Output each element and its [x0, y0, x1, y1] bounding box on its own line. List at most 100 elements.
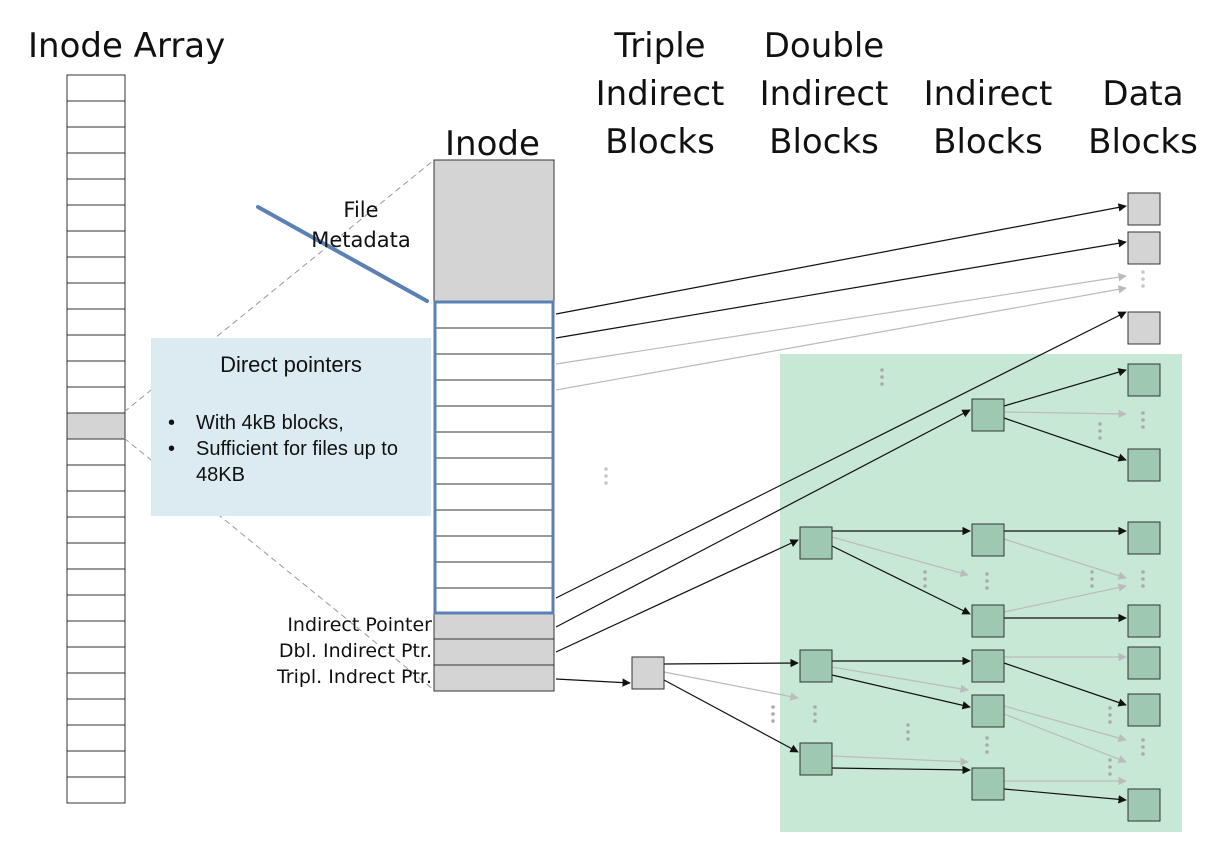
indirect-block	[971, 649, 1005, 683]
ellipsis-dot	[1108, 706, 1112, 710]
direct-pointer-slot	[433, 535, 555, 563]
direct-pointer-slot	[433, 327, 555, 355]
indirect-block	[971, 767, 1005, 801]
ellipsis-dot	[604, 481, 608, 485]
ellipsis-dot	[985, 586, 989, 590]
inode-triple-slot	[433, 664, 555, 692]
indirect-block	[971, 604, 1005, 638]
inode-array-cell	[66, 568, 126, 596]
double-indirect-block	[799, 526, 833, 560]
zoom-line-bottom	[123, 437, 435, 691]
data-block	[1127, 363, 1161, 397]
pointer-arrow	[831, 765, 971, 775]
inode-array-cell	[66, 386, 126, 414]
inode-array-cell	[66, 74, 126, 102]
header-double-line1: Double	[763, 26, 885, 66]
header-triple-line3: Blocks	[605, 122, 715, 162]
ellipsis-dot	[1090, 577, 1094, 581]
pointer-arrow	[1003, 417, 1127, 462]
inode-metadata-block	[433, 159, 555, 303]
ellipsis-dot	[880, 368, 884, 372]
pointer-arrow-faded	[831, 666, 969, 693]
pointer-arrow	[831, 674, 971, 710]
data-block	[1127, 521, 1161, 555]
ellipsis-dot	[1098, 436, 1102, 440]
callout-bullets: With 4kB blocks, Sufficient for files up…	[151, 410, 426, 488]
double-indirect-pointer-label: Dbl. Indirect Ptr.	[278, 640, 432, 662]
direct-pointer-slot	[433, 353, 555, 381]
ellipsis-dot	[604, 474, 608, 478]
data-block	[1127, 646, 1161, 680]
triple-indirect-block	[631, 656, 665, 690]
inode-array-cell	[66, 204, 126, 232]
inode-array-cell	[66, 490, 126, 518]
ellipsis-dot	[1141, 577, 1145, 581]
inode-array-cell	[66, 542, 126, 570]
direct-pointers-callout: Direct pointers With 4kB blocks, Suffici…	[151, 338, 431, 516]
pointer-arrow	[555, 678, 631, 687]
inode-array-cell	[66, 308, 126, 336]
inode-array-cell	[66, 464, 126, 492]
ellipsis-dot	[985, 736, 989, 740]
header-triple-line2: Indirect	[595, 74, 725, 114]
direct-pointer-slot	[433, 379, 555, 407]
ellipsis-dot	[923, 570, 927, 574]
pointer-arrow-faded	[831, 755, 969, 766]
pointer-arrow-faded	[555, 285, 1127, 391]
pointer-arrow	[555, 203, 1127, 315]
callout-bullet-2: Sufficient for files up to 48KB	[168, 436, 426, 488]
inode-array-cell	[66, 100, 126, 128]
pointer-arrow	[555, 239, 1127, 339]
ellipsis-dot	[923, 584, 927, 588]
ellipsis-dot	[1108, 713, 1112, 717]
ellipsis-dot	[906, 730, 910, 734]
ellipsis-dot	[1141, 738, 1145, 742]
file-metadata-line2: Metadata	[311, 228, 411, 252]
ellipsis-dot	[985, 743, 989, 747]
ellipsis-dots	[604, 270, 1145, 776]
header-data-line1: Data	[1102, 74, 1184, 114]
pointer-arrow	[555, 311, 1127, 599]
ellipsis-dot	[1098, 429, 1102, 433]
ellipsis-dot	[906, 723, 910, 727]
pointer-arrow-faded	[1003, 583, 1127, 613]
inode-array-cell	[66, 646, 126, 674]
pointer-arrow-faded	[663, 671, 799, 701]
ellipsis-dot	[906, 737, 910, 741]
direct-pointer-slot	[433, 587, 555, 615]
inode-array-cell	[66, 672, 126, 700]
data-block	[1127, 788, 1161, 822]
ellipsis-dot	[1141, 284, 1145, 288]
pointer-arrow	[1003, 368, 1127, 407]
pointer-arrow	[831, 545, 971, 615]
header-double-indirect: Double Indirect Blocks	[756, 22, 892, 166]
blocks-layer	[631, 192, 1161, 822]
ellipsis-dot	[1141, 270, 1145, 274]
zoom-line-top	[123, 159, 435, 413]
inode-double-slot	[433, 638, 555, 666]
pointer-arrow-faded	[1003, 713, 1127, 764]
pointer-arrow	[1003, 788, 1127, 804]
data-block	[1127, 693, 1161, 727]
data-block	[1127, 448, 1161, 482]
ellipsis-dot	[1108, 720, 1112, 724]
callout-title: Direct pointers	[220, 352, 362, 377]
pointer-arrow-faded	[1003, 409, 1127, 419]
ellipsis-dot	[813, 712, 817, 716]
pointer-arrow-faded	[555, 273, 1127, 365]
ellipsis-dot	[880, 382, 884, 386]
header-double-line3: Blocks	[769, 122, 879, 162]
data-block	[1127, 604, 1161, 638]
ellipsis-dot	[1098, 422, 1102, 426]
header-triple-line1: Triple	[614, 26, 706, 66]
inode-array-column	[66, 74, 126, 804]
data-block	[1127, 231, 1161, 265]
double-indirect-block	[799, 649, 833, 683]
ellipsis-dot	[985, 750, 989, 754]
ellipsis-dot	[1141, 411, 1145, 415]
direct-pointer-slot	[433, 431, 555, 459]
direct-pointer-slot	[433, 483, 555, 511]
blue-diagonal-stroke	[256, 205, 429, 303]
header-indirect-line2: Blocks	[933, 122, 1043, 162]
